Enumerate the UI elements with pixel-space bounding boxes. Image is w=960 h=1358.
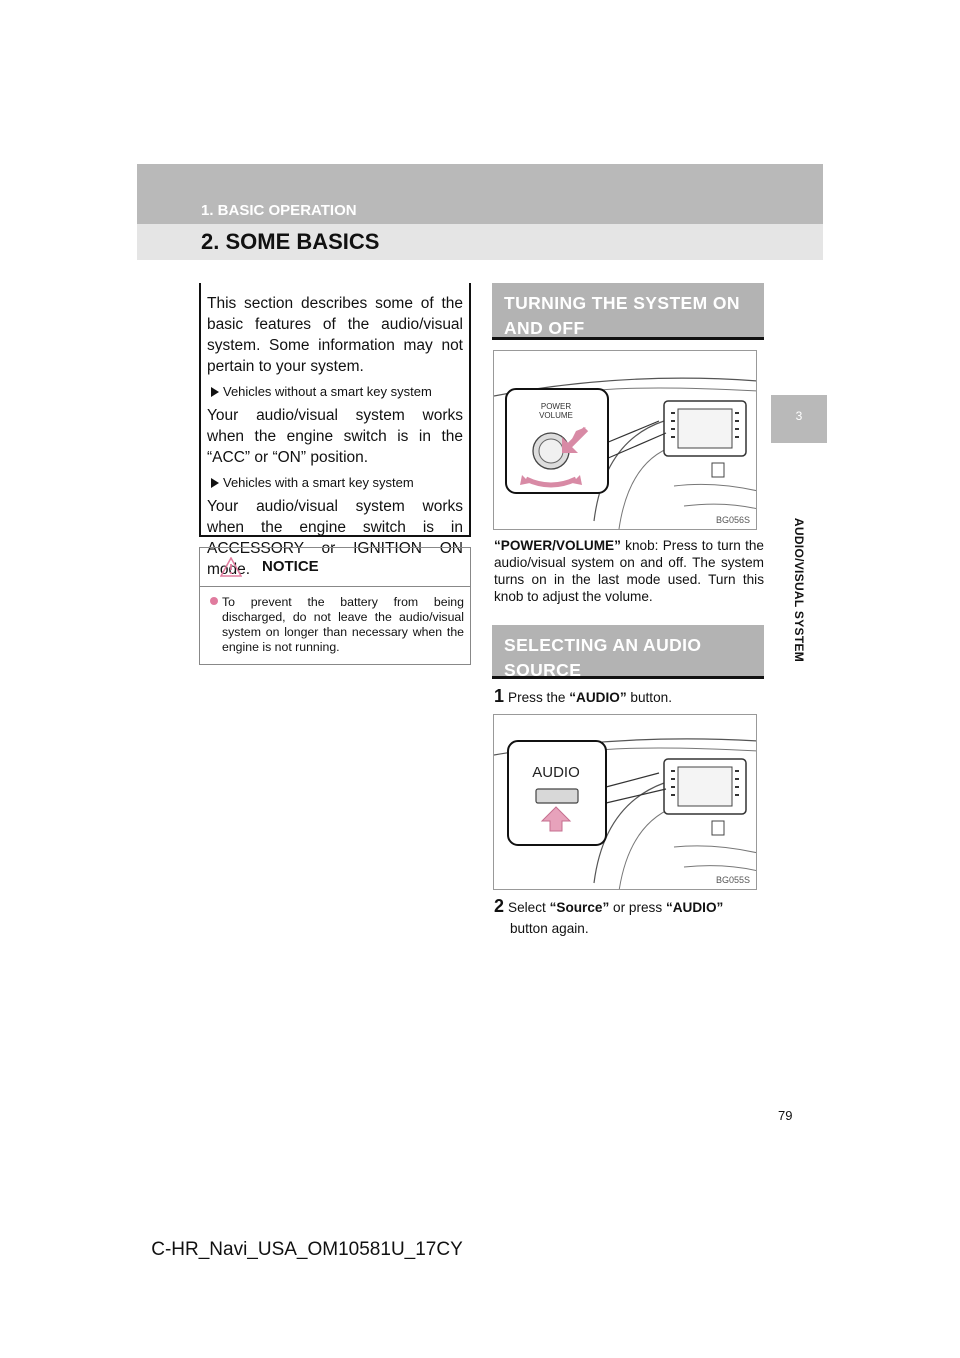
figure-label: AUDIO [532,764,580,781]
figure-label: POWER [541,402,571,411]
chapter-title: AUDIO/VISUAL SYSTEM [792,517,806,663]
page-title: 2. SOME BASICS [201,229,380,254]
step-text: Select [508,900,550,915]
bullet-without-smart-key: Vehicles without a smart key system [211,384,463,399]
bullet-label: Vehicles without a smart key system [223,384,432,399]
figure-code: BG055S [715,875,750,885]
step-button-name: “AUDIO” [665,900,724,915]
notice-title: NOTICE [262,558,319,575]
document-code: C-HR_Navi_USA_OM10581U_17CY [151,1239,463,1260]
step-text: or press [609,900,666,915]
heading-line: SELECTING AN AUDIO [504,635,702,655]
heading-line: SOURCE [504,660,582,680]
figure-power-volume: POWER VOLUME BG056S [493,350,757,530]
intro-box: This section describes some of the basic… [199,283,471,578]
para-without-smart-key: Your audio/visual system works when the … [207,407,463,466]
bullet-with-smart-key: Vehicles with a smart key system [211,475,463,490]
notice-text: To prevent the battery from being discha… [222,595,464,654]
notice-header: NOTICE [200,548,470,587]
heading-line: TURNING THE SYSTEM ON [504,293,740,313]
section-heading: 1. BASIC OPERATION [201,202,357,219]
title-band [137,224,823,260]
bullet-label: Vehicles with a smart key system [223,475,414,490]
header-bar [137,164,823,224]
figure-code: BG056S [715,515,750,525]
step-text: button again. [510,921,589,936]
section-heading-power: TURNING THE SYSTEM ON AND OFF [492,283,764,340]
page-number: 79 [778,1108,793,1123]
knob-name: “POWER/VOLUME” [494,538,621,553]
step-number: 1 [494,686,505,706]
figure-audio-button: AUDIO BG055S [493,714,757,890]
triangle-bullet-icon [211,478,219,488]
dashboard-illustration: AUDIO [494,738,756,889]
warning-triangle-icon [220,557,242,577]
bullet-dot-icon [210,597,218,605]
dashboard-illustration: POWER VOLUME [494,377,756,529]
power-volume-description: “POWER/VOLUME” knob: Press to turn the a… [494,537,764,605]
step-option-name: “Source” [549,900,610,915]
chapter-tab: 3 [771,395,827,443]
step-text: button. [626,690,672,705]
step-number: 2 [494,896,505,916]
heading-line: AND OFF [504,318,585,338]
triangle-bullet-icon [211,387,219,397]
step-button-name: “AUDIO” [569,690,627,705]
section-heading-source: SELECTING AN AUDIO SOURCE [492,625,764,680]
intro-text: This section describes some of the basic… [207,295,463,375]
knob-description: knob: Press to turn the audio/visual sys… [494,538,764,604]
notice-body: To prevent the battery from being discha… [210,595,464,655]
figure-label: VOLUME [539,411,573,420]
notice-box: NOTICE To prevent the battery from being… [199,547,471,665]
chapter-number: 3 [795,409,803,423]
step-text: Press the [508,690,570,705]
